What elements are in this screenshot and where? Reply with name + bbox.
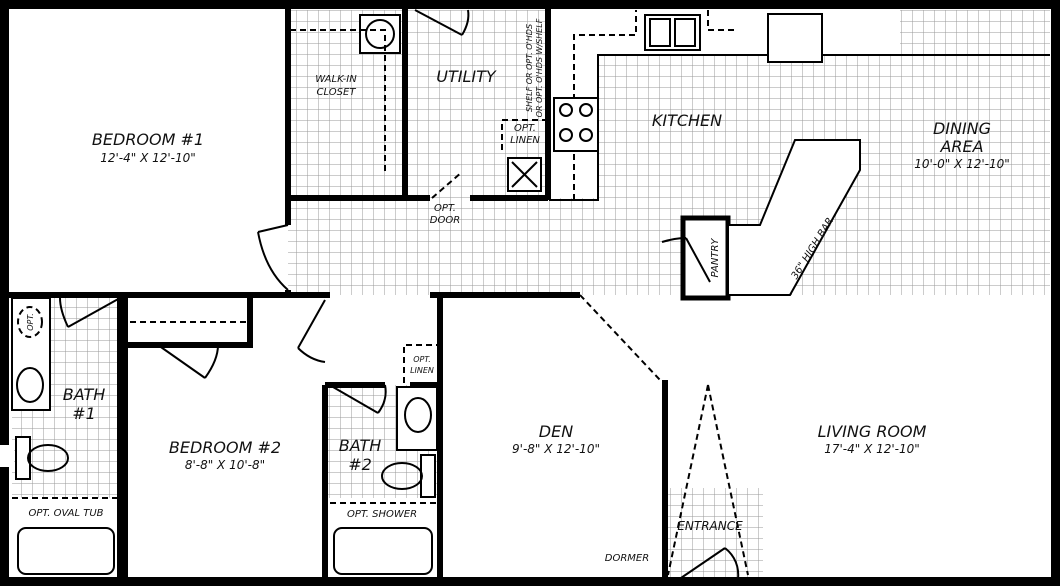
dining-size: 10'-0" X 12'-10" [914,157,1010,171]
bath1-label-2: #1 [72,404,96,423]
linen2-label-2: LINEN [410,366,434,375]
bath1-label-1: BATH [63,385,106,404]
shelf-label-2: OR OPT. O'HDS W/SHELF [535,18,544,117]
bath2-label-2: #2 [348,455,372,474]
bath1-opt-label: OPT. [26,313,35,331]
dormer-label: DORMER [605,553,649,564]
optdoor-label-2: DOOR [430,215,460,226]
linen1-label-1: OPT. [514,123,536,134]
dining-label-1: DINING [933,119,991,138]
bedroom2-size: 8'-8" X 10'-8" [185,458,265,472]
utility-label: UTILITY [436,67,497,86]
pantry-label: PANTRY [710,238,721,278]
walkin-label-2: CLOSET [317,87,357,98]
dining-label-2: AREA [939,137,983,156]
bath-fixtures [11,297,440,575]
shelf-label-1: SHELF OR OPT. O'HDS [525,24,534,112]
linen2-label-1: OPT. [413,355,431,364]
bath2-label-1: BATH [339,436,382,455]
oval-tub-label: OPT. OVAL TUB [28,508,103,519]
living-size: 17'-4" X 12'-10" [824,442,920,456]
bedroom2-label: BEDROOM #2 [169,438,281,457]
shower-label: OPT. SHOWER [347,509,417,520]
doors [59,9,740,581]
bedroom1-size: 12'-4" X 12'-10" [100,151,196,165]
optdoor-label-1: OPT. [434,203,456,214]
den-label: DEN [539,422,573,441]
living-label: LIVING ROOM [818,422,927,441]
den-size: 9'-8" X 12'-10" [512,442,600,456]
walkin-label-1: WALK-IN [315,74,357,85]
kitchen-label: KITCHEN [652,111,722,130]
bedroom1-label: BEDROOM #1 [92,130,204,149]
entrance-label: ENTRANCE [677,519,743,533]
kitchen-fixtures [290,10,1050,296]
linen1-label-2: LINEN [510,135,540,146]
